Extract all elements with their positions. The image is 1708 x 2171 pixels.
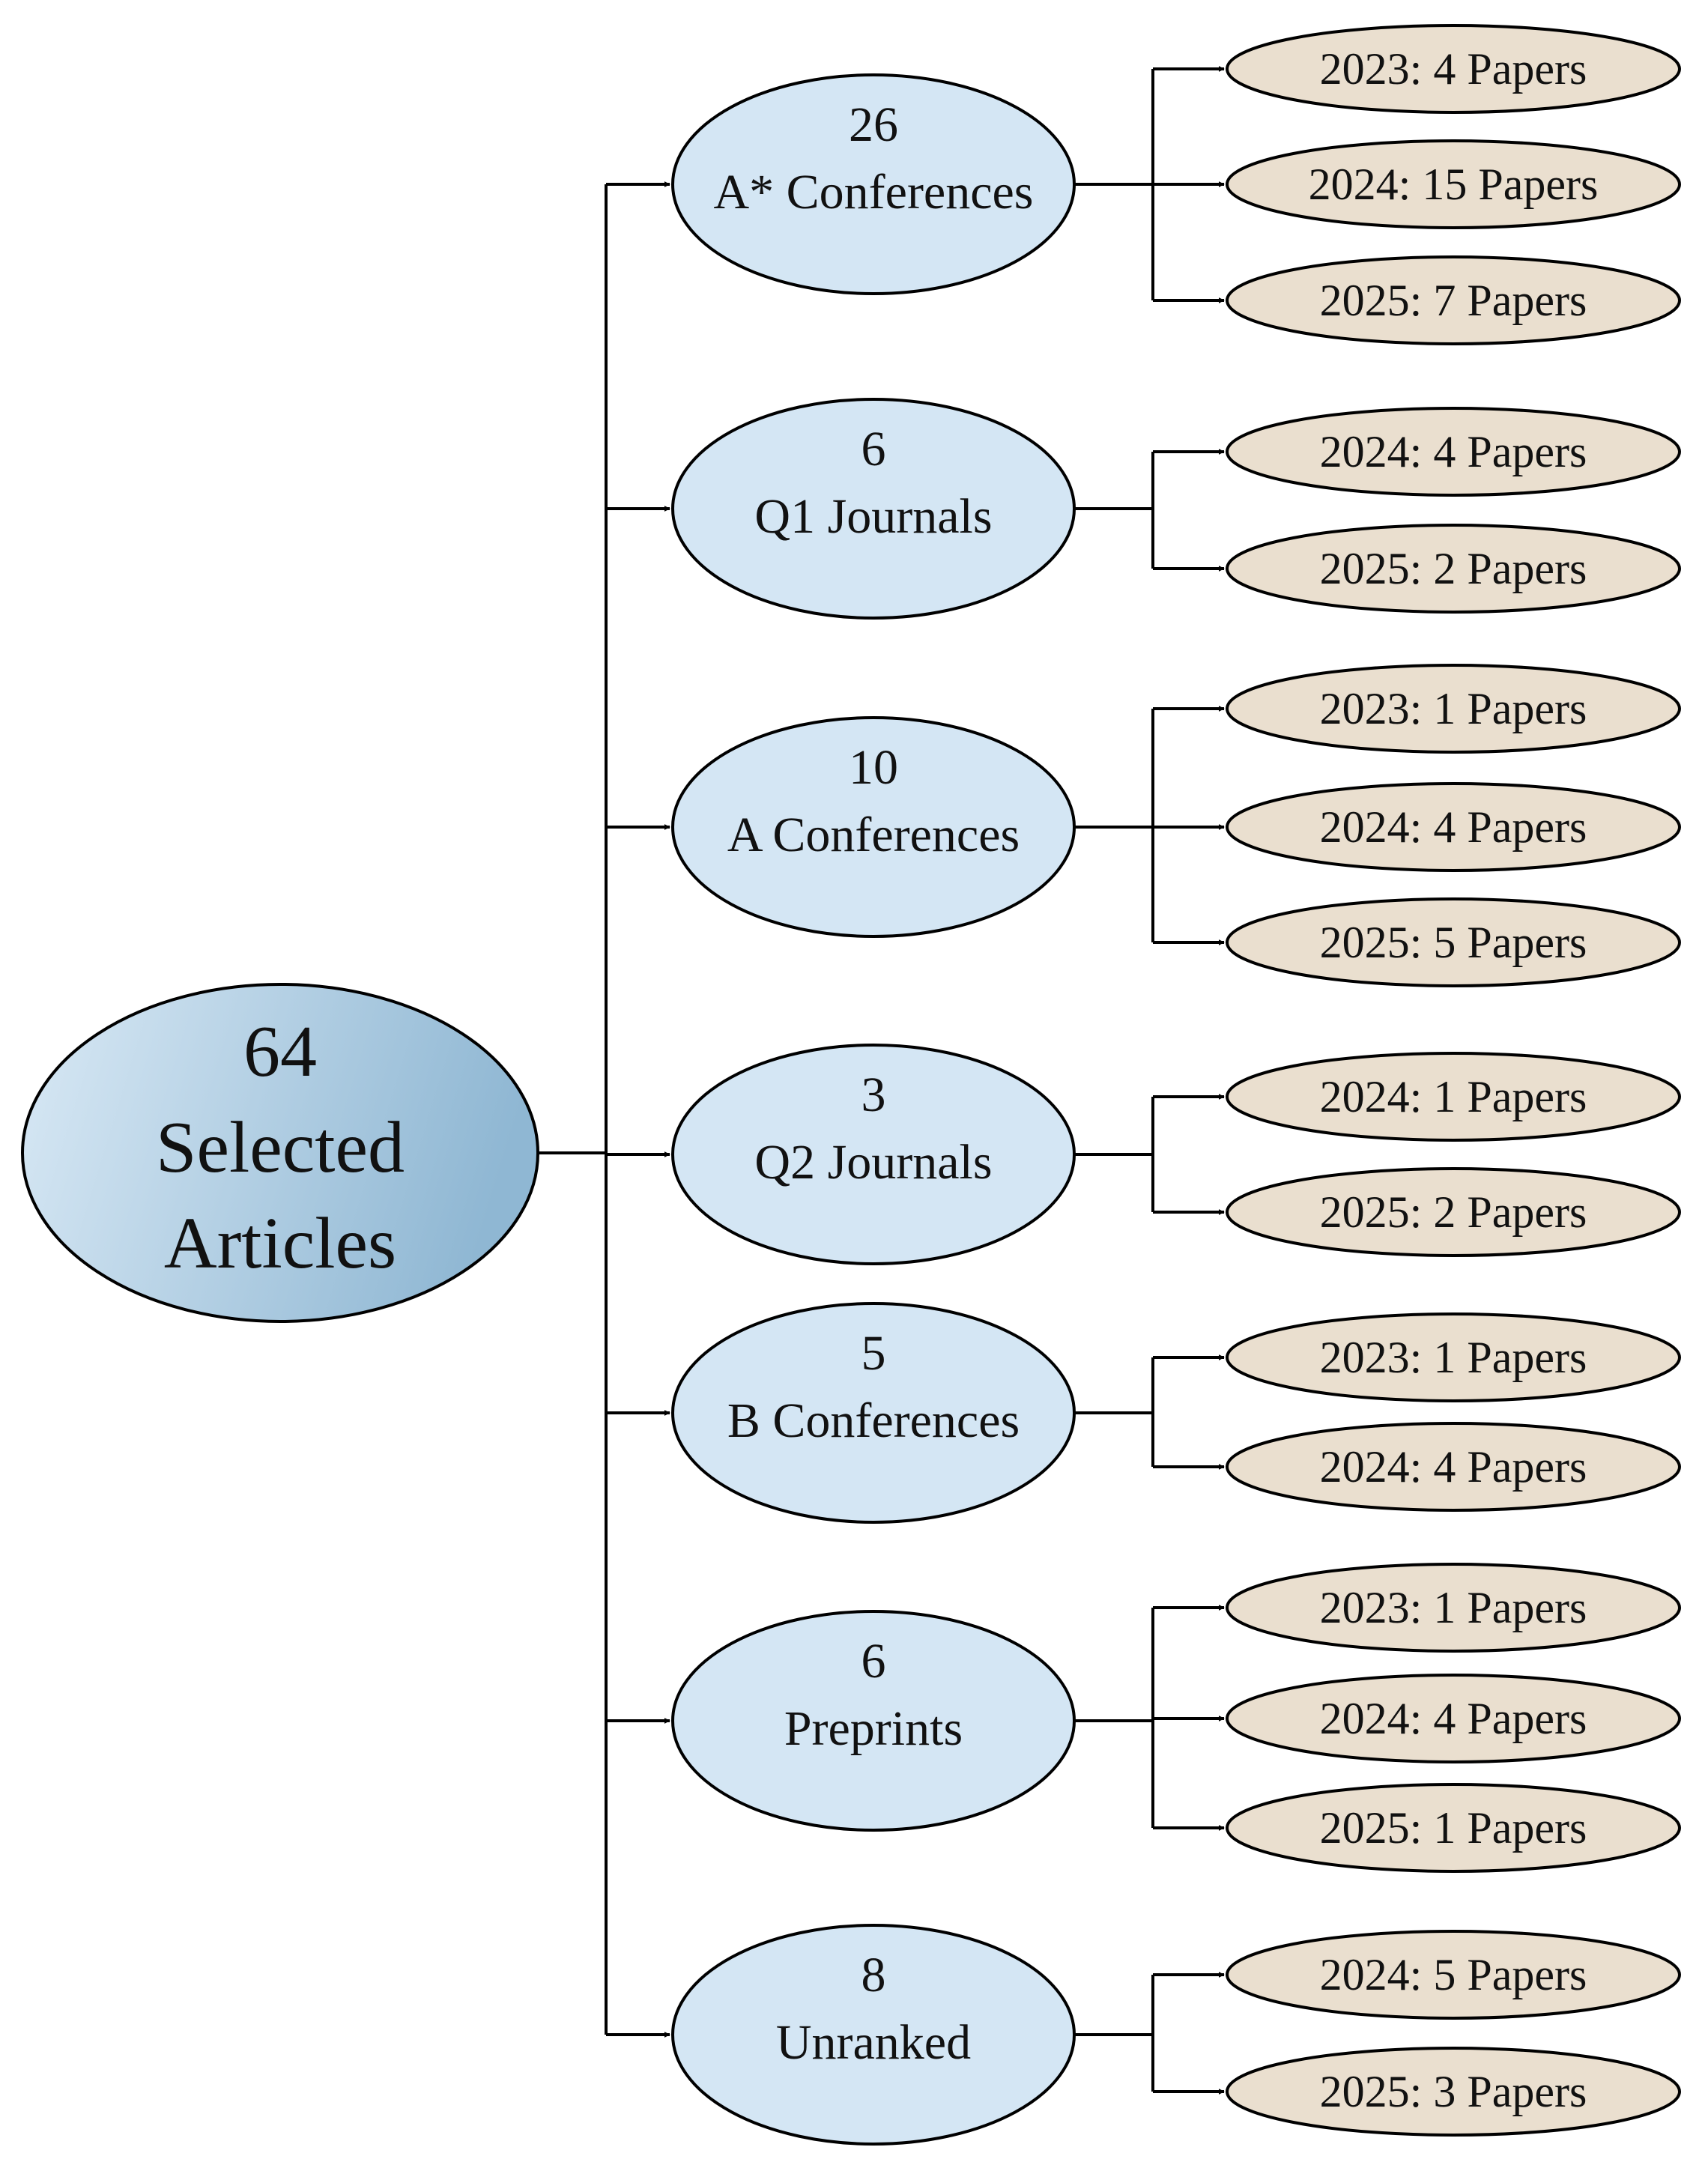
category-ellipse: [671, 716, 1076, 938]
year-ellipse: [1226, 1052, 1681, 1142]
year-ellipse: [1226, 255, 1681, 345]
category-label: A Conferences: [727, 808, 1020, 862]
year-node: 2024: 4 Papers: [1226, 407, 1681, 497]
category-node: 3 Q2 Journals: [671, 1044, 1076, 1265]
year-label: 2024: 1 Papers: [1320, 1072, 1587, 1121]
year-label: 2025: 7 Papers: [1320, 276, 1587, 325]
year-label: 2023: 1 Papers: [1320, 684, 1587, 733]
category-node: 10 A Conferences: [671, 716, 1076, 938]
year-ellipse: [1226, 1167, 1681, 1257]
year-ellipse: [1226, 1783, 1681, 1873]
category-label: Unranked: [776, 2015, 971, 2070]
year-ellipse: [1226, 664, 1681, 754]
year-label: 2024: 4 Papers: [1320, 1694, 1587, 1743]
year-ellipse: [1226, 1674, 1681, 1763]
year-node: 2023: 4 Papers: [1226, 24, 1681, 114]
root-line1: Selected: [156, 1107, 405, 1188]
year-node: 2025: 2 Papers: [1226, 1167, 1681, 1257]
year-label: 2023: 4 Papers: [1320, 44, 1587, 94]
category-nodes: 26 A* Conferences 6 Q1 Journals 10 A Conferen…: [671, 73, 1076, 2146]
year-node: 2024: 4 Papers: [1226, 1422, 1681, 1512]
category-node: 5 B Conferences: [671, 1302, 1076, 1524]
category-ellipse: [671, 1610, 1076, 1832]
category-count: 6: [861, 422, 886, 476]
root-line2: Articles: [164, 1203, 396, 1284]
year-node: 2023: 1 Papers: [1226, 664, 1681, 754]
category-label: Preprints: [784, 1701, 963, 1756]
category-label: A* Conferences: [713, 165, 1033, 219]
year-ellipse: [1226, 1312, 1681, 1402]
year-ellipse: [1226, 24, 1681, 114]
category-count: 5: [861, 1326, 886, 1381]
year-ellipse: [1226, 139, 1681, 229]
connector-lines: [538, 66, 1225, 2095]
year-label: 2024: 15 Papers: [1309, 160, 1599, 209]
category-node: 6 Q1 Journals: [671, 398, 1076, 620]
year-ellipse: [1226, 1422, 1681, 1512]
year-node: 2024: 5 Papers: [1226, 1930, 1681, 2020]
year-ellipse: [1226, 1930, 1681, 2020]
category-count: 3: [861, 1068, 886, 1122]
year-label: 2023: 1 Papers: [1320, 1583, 1587, 1632]
year-node: 2025: 1 Papers: [1226, 1783, 1681, 1873]
year-label: 2025: 5 Papers: [1320, 918, 1587, 967]
year-label: 2024: 4 Papers: [1320, 802, 1587, 852]
category-ellipse: [671, 398, 1076, 620]
year-ellipse: [1226, 407, 1681, 497]
year-label: 2025: 3 Papers: [1320, 2067, 1587, 2116]
year-label: 2025: 2 Papers: [1320, 544, 1587, 593]
year-node: 2023: 1 Papers: [1226, 1312, 1681, 1402]
category-count: 8: [861, 1948, 886, 2002]
category-ellipse: [671, 73, 1076, 295]
year-node: 2024: 1 Papers: [1226, 1052, 1681, 1142]
year-node: 2024: 4 Papers: [1226, 782, 1681, 872]
year-ellipse: [1226, 524, 1681, 614]
year-ellipse: [1226, 1563, 1681, 1653]
root-count: 64: [243, 1011, 317, 1092]
year-label: 2024: 4 Papers: [1320, 427, 1587, 476]
category-label: Q1 Journals: [754, 489, 992, 544]
category-count: 26: [849, 97, 898, 152]
year-node: 2024: 4 Papers: [1226, 1674, 1681, 1763]
year-label: 2025: 1 Papers: [1320, 1803, 1587, 1853]
year-ellipse: [1226, 2047, 1681, 2137]
root-node: 64 Selected Articles: [21, 983, 539, 1323]
year-node: 2023: 1 Papers: [1226, 1563, 1681, 1653]
year-label: 2024: 4 Papers: [1320, 1442, 1587, 1492]
year-label: 2023: 1 Papers: [1320, 1333, 1587, 1382]
category-node: 26 A* Conferences: [671, 73, 1076, 295]
category-ellipse: [671, 1302, 1076, 1524]
year-node: 2025: 7 Papers: [1226, 255, 1681, 345]
year-ellipse: [1226, 897, 1681, 987]
year-node: 2025: 2 Papers: [1226, 524, 1681, 614]
year-node: 2025: 5 Papers: [1226, 897, 1681, 987]
year-node: 2025: 3 Papers: [1226, 2047, 1681, 2137]
category-label: Q2 Journals: [754, 1135, 992, 1190]
category-count: 10: [849, 740, 898, 795]
year-node: 2024: 15 Papers: [1226, 139, 1681, 229]
category-ellipse: [671, 1924, 1076, 2146]
category-label: B Conferences: [727, 1393, 1020, 1448]
year-label: 2024: 5 Papers: [1320, 1950, 1587, 1999]
year-nodes: 2023: 4 Papers 2024: 15 Papers 2025: 7 Pap…: [1226, 24, 1681, 2137]
year-ellipse: [1226, 782, 1681, 872]
root-ellipse: [21, 983, 539, 1323]
category-count: 6: [861, 1634, 886, 1689]
year-label: 2025: 2 Papers: [1320, 1187, 1587, 1237]
category-ellipse: [671, 1044, 1076, 1265]
